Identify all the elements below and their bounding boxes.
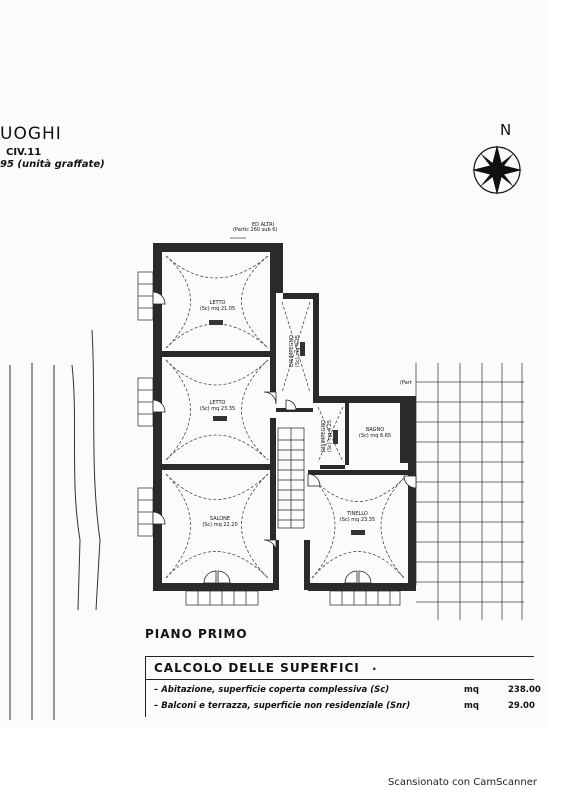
parcel-right-label: (Part: [400, 380, 412, 386]
room-name: TINELLO: [347, 511, 368, 517]
altri-label: ED ALTRI: [252, 222, 275, 228]
left-balconies: [137, 271, 154, 537]
floor-title: PIANO PRIMO: [145, 627, 248, 641]
room-area: (Sc) mq 4.35: [295, 334, 301, 368]
calc-row-value: 29.00: [508, 701, 535, 711]
room-area: (Sc) mq 22.20: [202, 522, 238, 528]
room-name: SALONE: [209, 516, 231, 522]
left-parcel-lines: [9, 329, 101, 720]
calc-row-unit: mq: [464, 685, 479, 695]
door-swings: [152, 291, 417, 584]
room-area: (Sc) mq 23.35: [199, 406, 236, 412]
bottom-balconies: [185, 590, 401, 606]
room-letto-1: LETTO (Sc) mq 21.05: [190, 300, 245, 312]
room-tags: [209, 320, 365, 535]
room-bagno: BAGNO (Sc) mq 6.65: [352, 427, 398, 439]
header-note: 95 (unità graffate): [0, 159, 105, 170]
parcel-top-label: (Partic 260 sub 6): [233, 227, 278, 233]
exterior-walls: [153, 243, 416, 591]
ceiling-vault-lines: [165, 255, 405, 579]
room-name: LETTO: [209, 300, 226, 306]
north-label: N: [500, 121, 512, 139]
calc-row-unit: mq: [464, 701, 479, 711]
room-area: (Sc) mq 4.25: [327, 419, 333, 453]
room-tinello: TINELLO (Sc) mq 23.35: [330, 511, 385, 523]
right-terrace-grid: [415, 363, 524, 620]
room-name: BAGNO: [365, 427, 385, 433]
camscanner-watermark: Scansionato con CamScanner: [388, 777, 537, 788]
calc-title: CALCOLO DELLE SUPERFICI: [154, 661, 360, 675]
room-disimpegno-1: DISIMPEGNO (Sc) mq 4.35: [289, 321, 301, 381]
header-title: UOGHI: [0, 124, 62, 144]
calc-title-dot: .: [372, 659, 377, 673]
room-area: (Sc) mq 23.35: [339, 517, 376, 523]
room-area: (Sc) mq 21.05: [199, 306, 236, 312]
room-disimpegno-2: DISIMPEGNO (Sc) mq 4.25: [321, 411, 333, 461]
room-letto-2: LETTO (Sc) mq 23.35: [190, 400, 245, 412]
calc-row-label: – Balconi e terrazza, superficie non res…: [154, 701, 411, 711]
calc-row-value: 238.00: [508, 685, 541, 695]
staircase: [277, 427, 305, 529]
room-area: (Sc) mq 6.65: [358, 433, 392, 439]
room-salone: SALONE (Sc) mq 22.20: [190, 516, 250, 528]
surface-calculation-box: CALCOLO DELLE SUPERFICI . – Abitazione, …: [145, 656, 541, 717]
compass-rose-icon: [472, 145, 522, 195]
room-name: LETTO: [209, 400, 226, 406]
header-civic-number: CIV.11: [6, 147, 42, 158]
calc-separator: [146, 679, 534, 680]
footer-band: [0, 728, 565, 800]
calc-row-label: – Abitazione, superficie coperta comples…: [154, 685, 390, 695]
